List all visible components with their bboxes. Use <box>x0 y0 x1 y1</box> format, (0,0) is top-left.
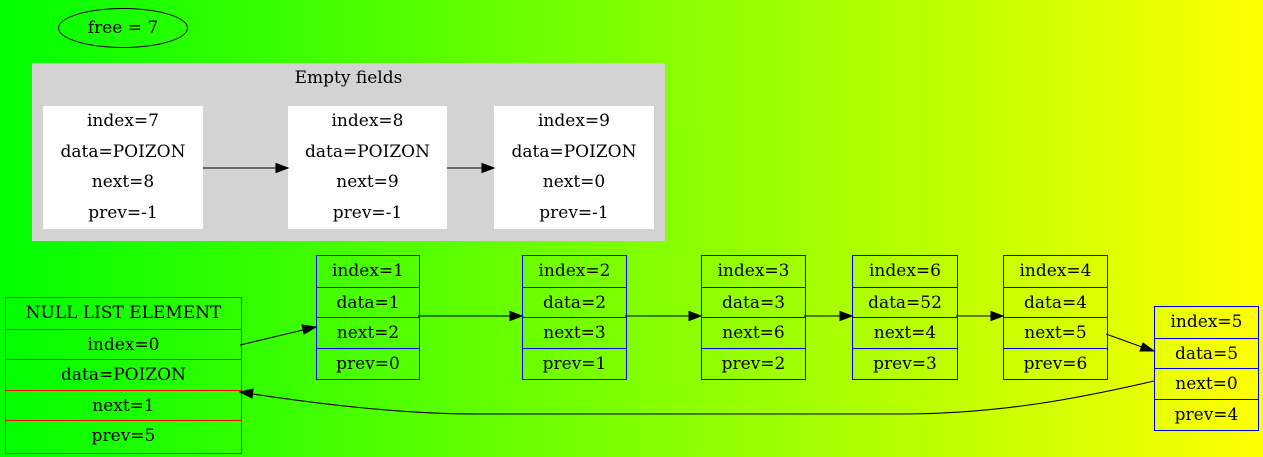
edge-null-to-1 <box>239 329 304 346</box>
node-data: data=POIZON <box>511 141 637 162</box>
node-prev: prev=3 <box>853 347 957 379</box>
list-node-1: index=1 data=1 next=2 prev=0 <box>316 255 420 380</box>
node-next: next=4 <box>853 317 957 348</box>
node-next: next=9 <box>336 172 399 192</box>
arrowhead <box>275 162 290 174</box>
node-data: data=2 <box>523 286 626 318</box>
node-data: data=3 <box>702 286 805 318</box>
node-prev: prev=0 <box>317 347 419 379</box>
node-index: index=8 <box>331 111 404 131</box>
node-prev: prev=-1 <box>332 202 403 223</box>
list-node-2: index=2 data=2 next=3 prev=1 <box>522 255 627 380</box>
node-index: index=4 <box>1019 261 1092 281</box>
free-counter-node: free = 7 <box>58 8 188 48</box>
node-index: index=6 <box>869 261 941 281</box>
edge-4-to-5 <box>1105 333 1143 348</box>
node-data: data=POIZON <box>305 141 430 162</box>
arrowhead <box>688 310 703 322</box>
node-prev: prev=1 <box>523 347 626 379</box>
list-node-4: index=4 data=4 next=5 prev=6 <box>1003 255 1108 380</box>
list-node-5: index=5 data=5 next=0 prev=4 <box>1154 306 1259 431</box>
node-data: data=POIZON <box>60 141 186 162</box>
arrowhead <box>839 310 854 322</box>
list-node-3: index=3 data=3 next=6 prev=2 <box>701 255 806 380</box>
node-data: data=POIZON <box>6 359 241 390</box>
cluster-title: Empty fields <box>294 68 403 88</box>
node-next: next=6 <box>702 317 805 348</box>
node-prev: prev=4 <box>1155 398 1258 430</box>
node-next: next=2 <box>317 317 419 348</box>
node-prev: prev=-1 <box>539 202 609 223</box>
empty-node-8: index=8 data=POIZON next=9 prev=-1 <box>288 106 447 229</box>
node-index: index=9 <box>538 111 610 131</box>
node-index: index=3 <box>717 261 790 281</box>
null-list-element: NULL LIST ELEMENT index=0 data=POIZON ne… <box>5 297 242 454</box>
arrowhead <box>990 310 1005 322</box>
node-next: next=3 <box>523 317 626 348</box>
arrowhead <box>238 388 254 399</box>
null-element-title: NULL LIST ELEMENT <box>25 303 222 323</box>
node-next: next=8 <box>91 172 155 192</box>
node-index: index=7 <box>87 111 159 131</box>
node-prev: prev=2 <box>702 347 805 379</box>
node-index: index=5 <box>1170 312 1243 332</box>
node-prev: prev=-1 <box>88 202 158 223</box>
empty-node-9: index=9 data=POIZON next=0 prev=-1 <box>494 106 654 229</box>
node-prev: prev=5 <box>6 420 241 451</box>
node-index: index=2 <box>538 261 611 281</box>
arrowhead <box>301 324 318 335</box>
node-next: next=0 <box>542 172 606 192</box>
edge-5-to-null <box>252 380 1155 415</box>
node-data: data=5 <box>1155 337 1258 369</box>
node-data: data=4 <box>1004 286 1107 318</box>
list-node-6: index=6 data=52 next=4 prev=3 <box>852 255 958 380</box>
node-data: data=52 <box>853 286 957 318</box>
empty-node-7: index=7 data=POIZON next=8 prev=-1 <box>43 106 203 229</box>
node-data: data=1 <box>317 286 419 318</box>
node-next: next=0 <box>1155 368 1258 399</box>
arrowhead <box>1139 342 1156 352</box>
arrowhead <box>481 162 496 174</box>
node-index: index=0 <box>6 328 241 360</box>
node-next: next=1 <box>6 389 241 421</box>
node-prev: prev=6 <box>1004 347 1107 379</box>
node-index: index=1 <box>332 261 404 281</box>
arrowhead <box>509 310 524 322</box>
node-next: next=5 <box>1004 317 1107 348</box>
